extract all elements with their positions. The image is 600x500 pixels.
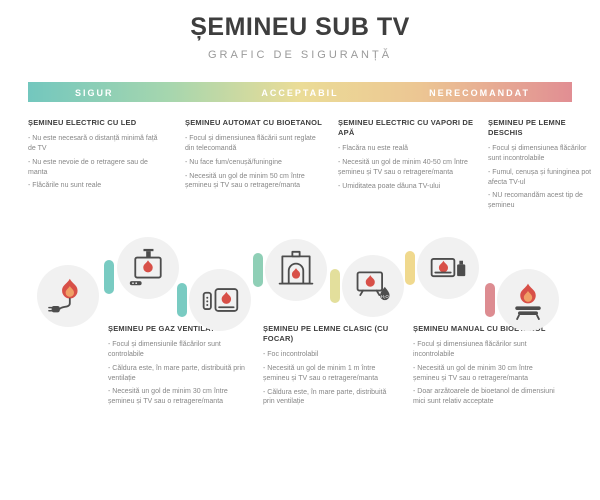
item-bullet: - Necesită un gol de minim 1 m între șem… [263, 365, 379, 382]
water-vapor-fireplace-icon: H₂O [356, 271, 390, 301]
scale-pill-safe [177, 283, 187, 317]
item-bullet: - Umiditatea poate dăuna TV-ului [338, 182, 441, 190]
item-title: ȘEMINEU PE GAZ VENTILAT [108, 324, 215, 333]
item-bullet: - Foc incontrolabil [263, 351, 319, 359]
item-bullet: - Necesită un gol de minim 50 cm între ș… [185, 172, 305, 190]
item-bullet: - Necesită un gol de minim 40-50 cm într… [338, 159, 468, 176]
item-bullet: - Nu este necesară o distanță minimă faț… [28, 135, 158, 152]
item-bullet: - Necesită un gol de minim 30 cm între ș… [413, 364, 533, 382]
item-manual-bioetanol: ȘEMINEU MANUAL CU BIOETANOL - Focul și d… [413, 324, 555, 411]
item-vapori-de-apa: ȘEMINEU ELECTRIC CU VAPORI DE APĂ - Flac… [338, 118, 476, 195]
scale-label-acceptable: ACCEPTABIL [261, 88, 339, 98]
item-bullet: - Nu este nevoie de o retragere sau de m… [28, 158, 148, 176]
item-automat-bioetanol: ȘEMINEU AUTOMAT CU BIOETANOL - Focul și … [185, 118, 325, 195]
scale-pill-not-recommended [485, 283, 495, 317]
item-title: ȘEMINEU ELECTRIC CU LED [28, 118, 137, 127]
scale-label-not-recommended: NERECOMANDAT [429, 88, 530, 98]
scale-label-safe: SIGUR [75, 88, 114, 98]
manual-bioethanol-fireplace-icon [430, 258, 466, 278]
item-bullet: - Nu face fum/cenușă/funingine [185, 158, 282, 166]
node-lemne-deschis [497, 269, 559, 331]
item-bullet: - Focul și dimensiunea flăcărilor sunt i… [488, 145, 587, 163]
item-bullet: - Fumul, cenușa și funinginea pot afecta… [488, 168, 592, 186]
item-lemne-clasic: ȘEMINEU PE LEMNE CLASIC (CU FOCAR) - Foc… [263, 324, 396, 411]
item-lemne-deschis: ȘEMINEU PE LEMNE DESCHIS - Focul și dime… [488, 118, 594, 215]
item-bullet: - Doar arzătoarele de bioetanol de dimen… [413, 388, 555, 406]
scale-pill-acceptable [330, 269, 340, 303]
item-bullet: - NU recomandăm acest tip de șemineu [488, 192, 583, 210]
item-title: ȘEMINEU PE LEMNE CLASIC (CU FOCAR) [263, 324, 389, 344]
node-automat-bioetanol [189, 269, 251, 331]
item-title: ȘEMINEU PE LEMNE DESCHIS [488, 118, 566, 138]
item-gaz-ventilat: ȘEMINEU PE GAZ VENTILAT - Focul și dimen… [108, 324, 246, 411]
node-electric-led [37, 265, 99, 327]
item-bullet: - Necesită un gol de minim 30 cm între ș… [108, 388, 228, 406]
node-lemne-clasic [265, 239, 327, 301]
h2o-label: H₂O [381, 294, 390, 299]
node-gaz-ventilat [117, 237, 179, 299]
item-bullet: - Focul și dimensiunea flăcării sunt reg… [185, 135, 316, 152]
page-subtitle: GRAFIC DE SIGURANȚĂ [207, 49, 393, 61]
vented-gas-fireplace-icon [129, 248, 162, 286]
open-wood-fireplace-icon [515, 283, 541, 320]
plug-flame-icon [48, 278, 78, 313]
node-manual-bioetanol [417, 237, 479, 299]
item-title: ȘEMINEU AUTOMAT CU BIOETANOL [185, 118, 322, 127]
classic-wood-fireplace-icon [278, 250, 314, 285]
item-bullet: - Flacăra nu este reală [338, 145, 409, 153]
remote-fireplace-icon [202, 288, 239, 312]
item-title: ȘEMINEU ELECTRIC CU VAPORI DE APĂ [338, 118, 474, 138]
scale-pill-safe-green [253, 253, 263, 287]
page-title: ȘEMINEU SUB TV [190, 13, 410, 41]
item-bullet: - Căldura este, în mare parte, distribui… [108, 364, 245, 382]
item-title: ȘEMINEU MANUAL CU BIOETANOL [413, 324, 546, 333]
scale-pill-safe [104, 260, 114, 294]
item-electric-led: ȘEMINEU ELECTRIC CU LED - Nu este necesa… [28, 118, 166, 195]
item-bullet: - Flăcările nu sunt reale [28, 182, 102, 190]
item-bullet: - Focul și dimensiunile flăcărilor sunt … [108, 341, 221, 358]
item-bullet: - Focul și dimensiunea flăcărilor sunt i… [413, 341, 527, 358]
node-vapori-de-apa: H₂O [342, 255, 404, 317]
item-bullet: - Căldura este, în mare parte, distribui… [263, 388, 387, 406]
safety-gradient-bar: SIGUR ACCEPTABIL NERECOMANDAT [28, 82, 572, 102]
scale-pill-acceptable [405, 251, 415, 285]
